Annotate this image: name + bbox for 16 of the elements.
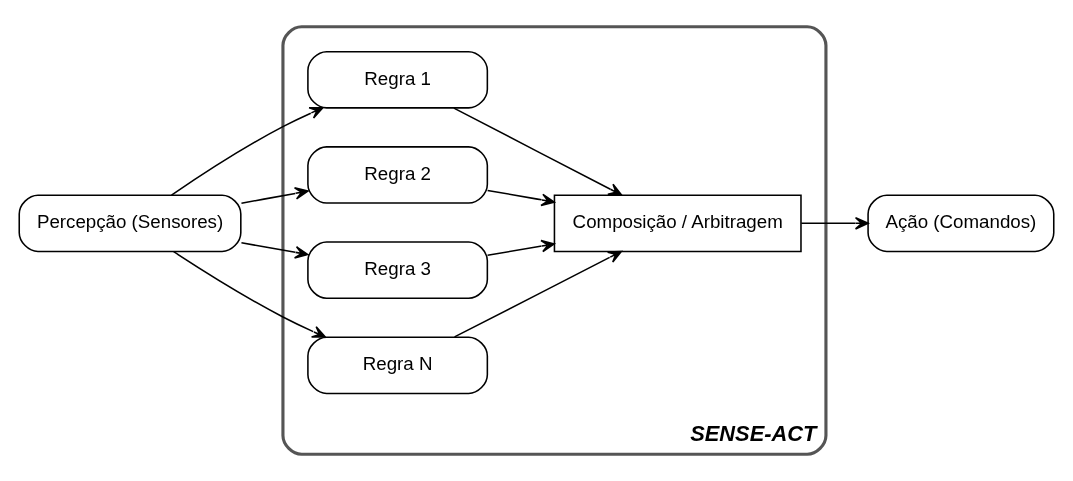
node-box: Regra 2 bbox=[307, 146, 489, 204]
arrow bbox=[453, 250, 623, 338]
node-box: Percepção (Sensores) bbox=[18, 194, 242, 253]
arrow bbox=[453, 107, 623, 196]
arrow bbox=[240, 187, 309, 204]
arrow bbox=[800, 216, 869, 230]
arrow bbox=[486, 239, 556, 256]
node-box: Composição / Arbitragem bbox=[553, 194, 802, 253]
node-box: Regra N bbox=[307, 336, 489, 395]
node-box: Regra 1 bbox=[307, 50, 489, 109]
arrow bbox=[486, 189, 556, 207]
arrow bbox=[172, 250, 327, 338]
node-box: Regra 3 bbox=[307, 241, 489, 299]
arrow bbox=[240, 242, 309, 259]
node-box: Ação (Comandos) bbox=[867, 194, 1055, 253]
arrow bbox=[170, 107, 324, 196]
